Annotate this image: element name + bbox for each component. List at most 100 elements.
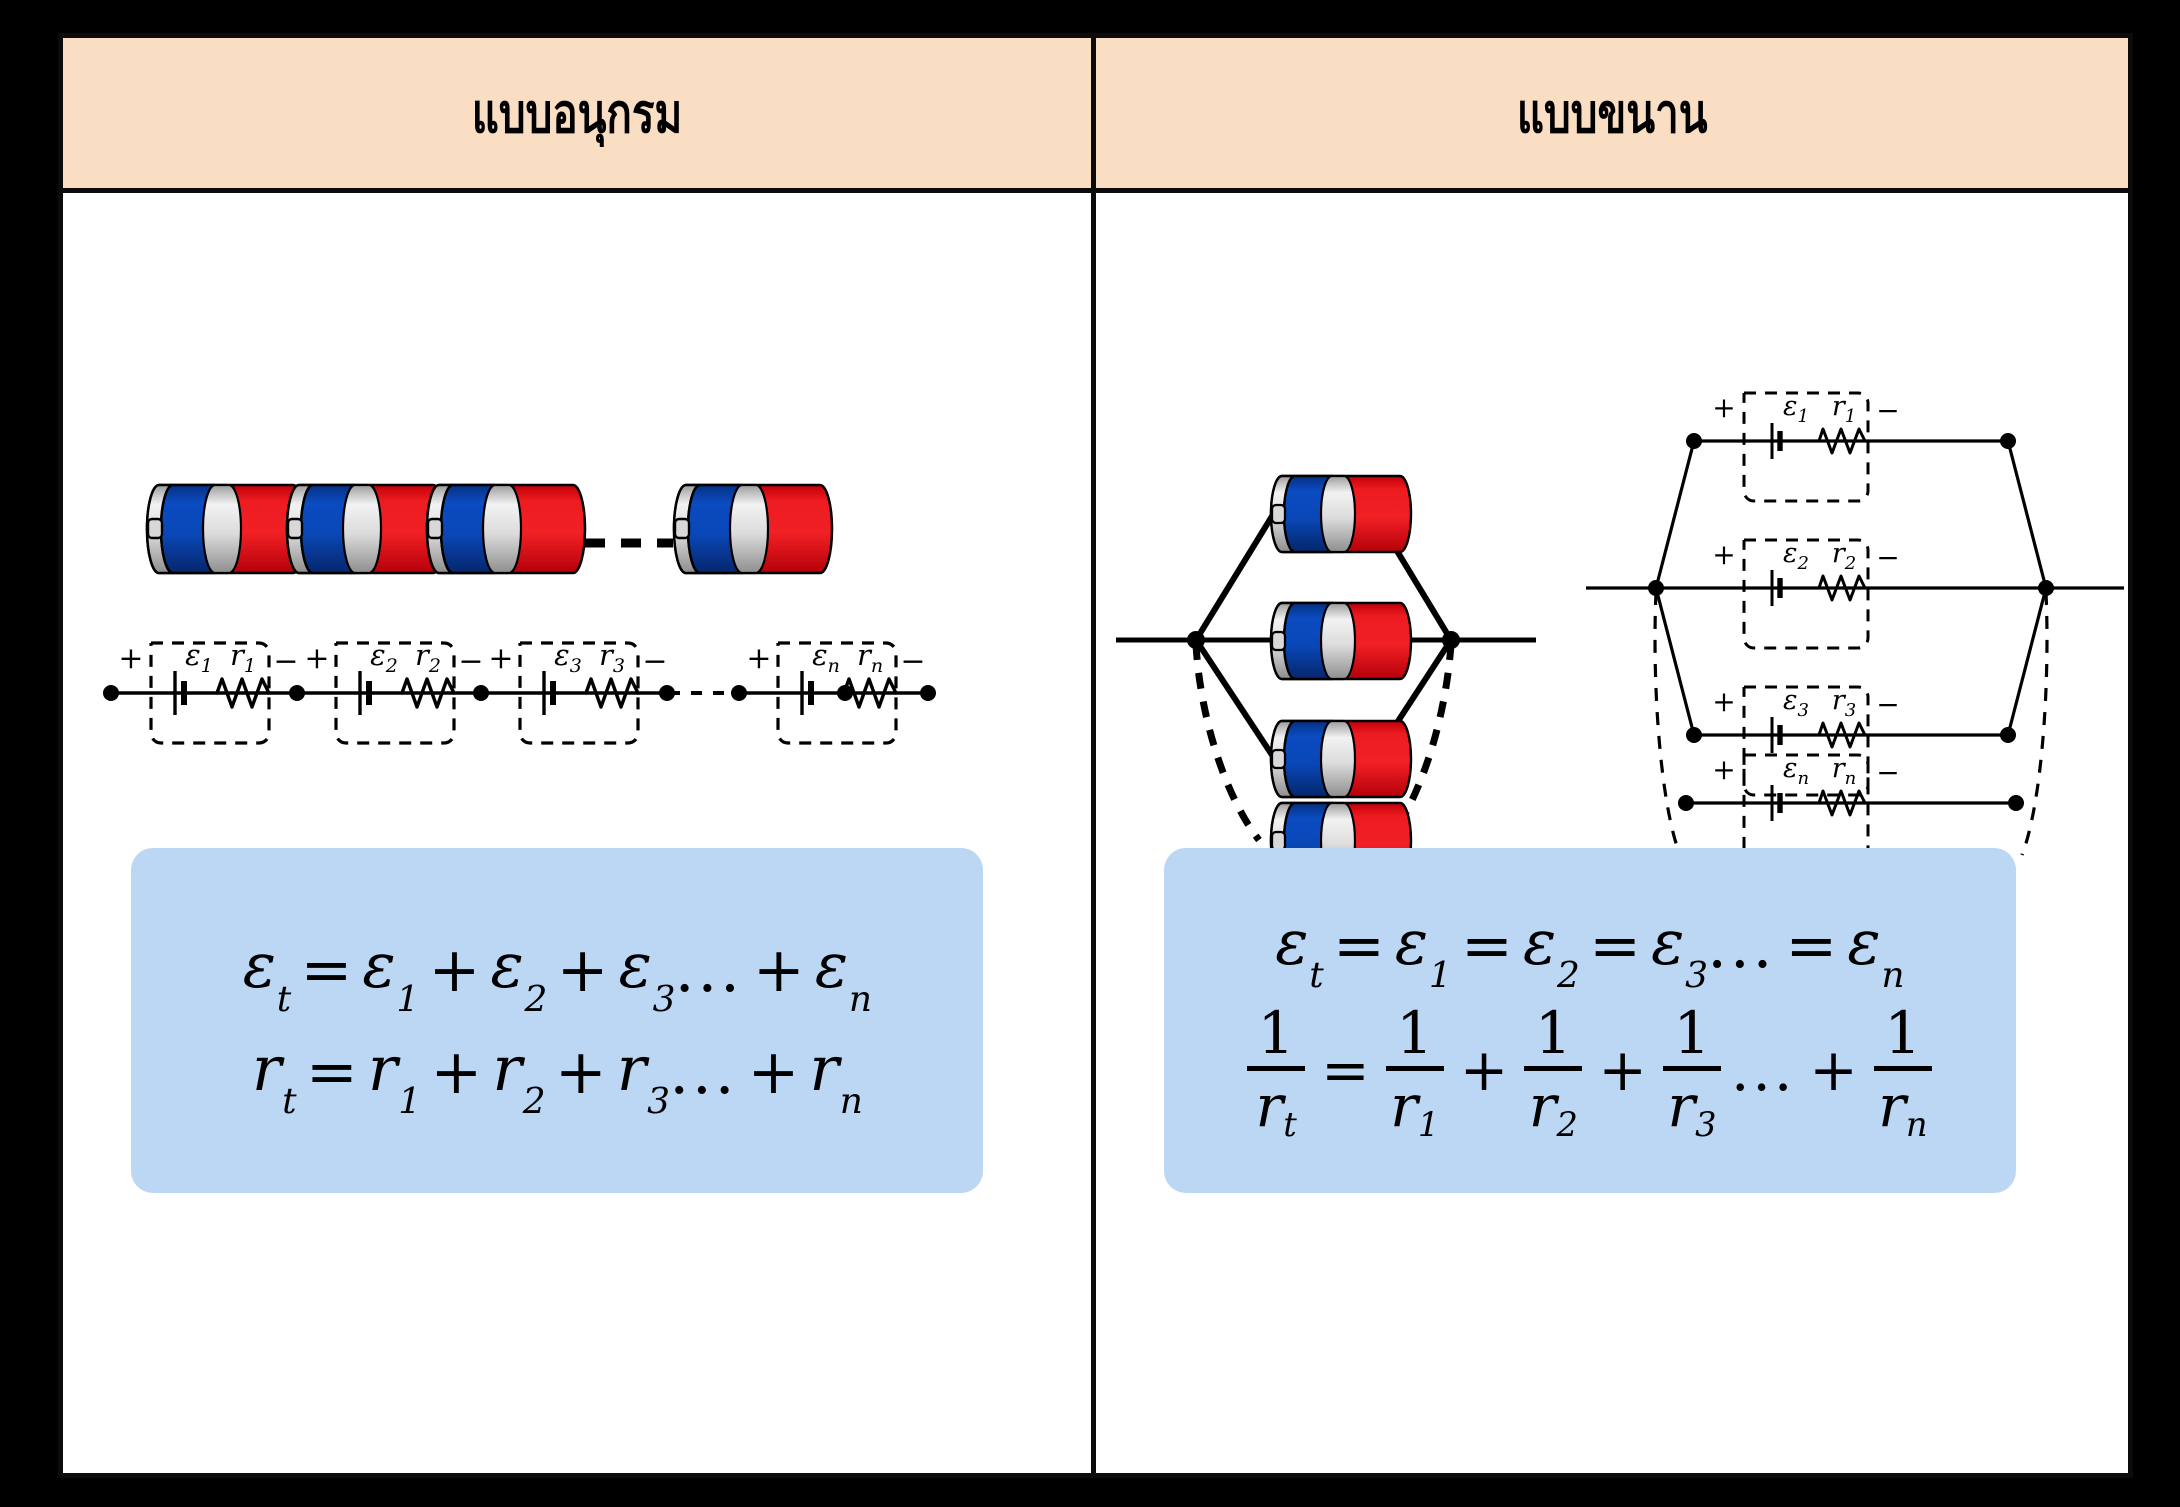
fraction-bar [1873,1066,1932,1072]
svg-text:εn: εn [1782,753,1808,789]
denominator: rt [1255,1072,1297,1145]
svg-text:rn: rn [1831,753,1856,789]
svg-text:+: + [746,641,771,676]
numerator: 1 [1534,999,1572,1068]
table-body-row: + ε1 r1 − + ε2 r2 − [63,193,2128,1473]
svg-text:r1: r1 [230,638,256,677]
svg-text:−: − [642,644,667,679]
comparison-table: แบบอนุกรม แบบขนาน [58,33,2133,1478]
numerator: 1 [1673,999,1711,1068]
equals-sign: = [1461,909,1513,983]
header-cell-series: แบบอนุกรม [63,38,1096,188]
frac-total: 1 rt [1247,999,1306,1145]
equals-sign: = [1321,1035,1370,1104]
equals-sign: = [305,1035,358,1109]
svg-text:εn: εn [812,638,840,677]
res-term-2: r2 [492,1031,546,1122]
frac-n: 1 rn [1873,999,1932,1142]
emf-term-2: ε2 [1523,905,1580,997]
emf-term-n: εn [814,929,872,1020]
emf-term-3: ε3 [1651,905,1708,997]
series-formula-panel: εt = ε1 + ε2 + ε3 ... + εn rt = r1 [131,848,983,1193]
table-header-row: แบบอนุกรม แบบขนาน [63,38,2128,193]
plus-sign: + [554,1035,607,1109]
svg-text:+: + [1712,685,1735,718]
ellipsis: ... [674,932,743,1006]
svg-text:−: − [900,644,925,679]
svg-text:ε3: ε3 [1783,685,1809,721]
numerator: 1 [1257,999,1295,1068]
parallel-branch-1: + ε1 r1 − [1685,391,2016,503]
series-formula-emf: εt = ε1 + ε2 + ε3 ... + εn [242,929,872,1020]
emf-term-3: ε3 [618,929,676,1020]
frac-2: 1 r2 [1524,999,1583,1145]
parallel-formula-emf: εt = ε1 = ε2 = ε3 ... = εn [1275,905,1905,997]
fraction-bar [1247,1066,1306,1072]
fraction-bar [1385,1066,1444,1072]
parallel-formula-panel: εt = ε1 = ε2 = ε3 ... = εn 1 [1163,848,2016,1193]
ellipsis: ... [1730,1035,1796,1104]
svg-text:+: + [1712,753,1735,786]
svg-text:−: − [273,644,298,679]
res-term-n: rn [809,1031,863,1122]
denominator: r2 [1528,1072,1578,1145]
svg-text:+: + [488,641,513,676]
series-battery-illustration [145,483,834,575]
series-formula-resistance: rt = r1 + r2 + r3 ... + rn [251,1031,863,1122]
numerator: 1 [1396,999,1434,1068]
svg-text:rn: rn [857,638,883,677]
parallel-branch-3: + ε3 r3 − [1685,685,2016,797]
emf-term-2: ε2 [490,929,548,1020]
denominator: r3 [1667,1072,1717,1145]
emf-term-n: εn [1847,905,1905,997]
body-cell-series: + ε1 r1 − + ε2 r2 − [63,193,1096,1473]
res-total-lhs: rt [251,1031,297,1122]
emf-term-1: ε1 [362,929,420,1020]
emf-total-lhs: εt [242,929,292,1020]
res-term-3: r3 [616,1031,671,1122]
plus-sign: + [1809,1035,1858,1104]
equals-sign: = [300,932,353,1006]
plus-sign: + [1459,1035,1509,1104]
svg-text:+: + [1712,538,1735,571]
header-cell-parallel: แบบขนาน [1095,38,2128,188]
numerator: 1 [1884,999,1922,1068]
svg-text:+: + [1712,391,1735,424]
svg-text:r2: r2 [1831,538,1855,574]
series-circuit-schematic: + ε1 r1 − + ε2 r2 − [103,638,936,745]
svg-text:ε2: ε2 [1783,538,1809,574]
plus-sign: + [556,932,609,1006]
ellipsis: ... [1707,909,1776,983]
equals-sign: = [1589,909,1642,983]
equals-sign: = [1785,909,1838,983]
svg-text:+: + [118,641,143,676]
series-branch-n: + εn rn − [746,638,926,745]
svg-text:r2: r2 [415,638,441,677]
series-branch-3: + ε3 r3 − [488,638,668,745]
equals-sign: = [1332,909,1385,983]
parallel-branch-2: + ε2 r2 − [1647,538,2054,650]
svg-text:ε1: ε1 [185,638,213,677]
series-branch-2: + ε2 r2 − [304,638,484,745]
plus-sign: + [430,1035,483,1109]
plus-sign: + [752,932,805,1006]
svg-text:r1: r1 [1831,391,1855,427]
body-cell-parallel: + ε1 r1 − + ε2 r [1095,193,2128,1473]
svg-text:ε1: ε1 [1783,391,1809,427]
parallel-battery-illustration [1115,474,1536,881]
emf-total-lhs: εt [1275,905,1324,997]
svg-text:−: − [1876,541,1899,574]
frac-1: 1 r1 [1385,999,1444,1142]
frac-3: 1 r3 [1662,999,1721,1145]
emf-term-1: ε1 [1394,905,1452,997]
svg-text:ε3: ε3 [554,638,582,677]
page-title-parallel: แบบขนาน [1516,82,1708,145]
res-term-1: r1 [367,1031,422,1122]
svg-text:r3: r3 [599,638,625,677]
series-branch-1: + ε1 r1 − [118,638,299,745]
svg-text:−: − [1876,688,1899,721]
page-title-series: แบบอนุกรม [471,82,683,145]
svg-text:ε2: ε2 [370,638,398,677]
svg-text:+: + [304,641,329,676]
